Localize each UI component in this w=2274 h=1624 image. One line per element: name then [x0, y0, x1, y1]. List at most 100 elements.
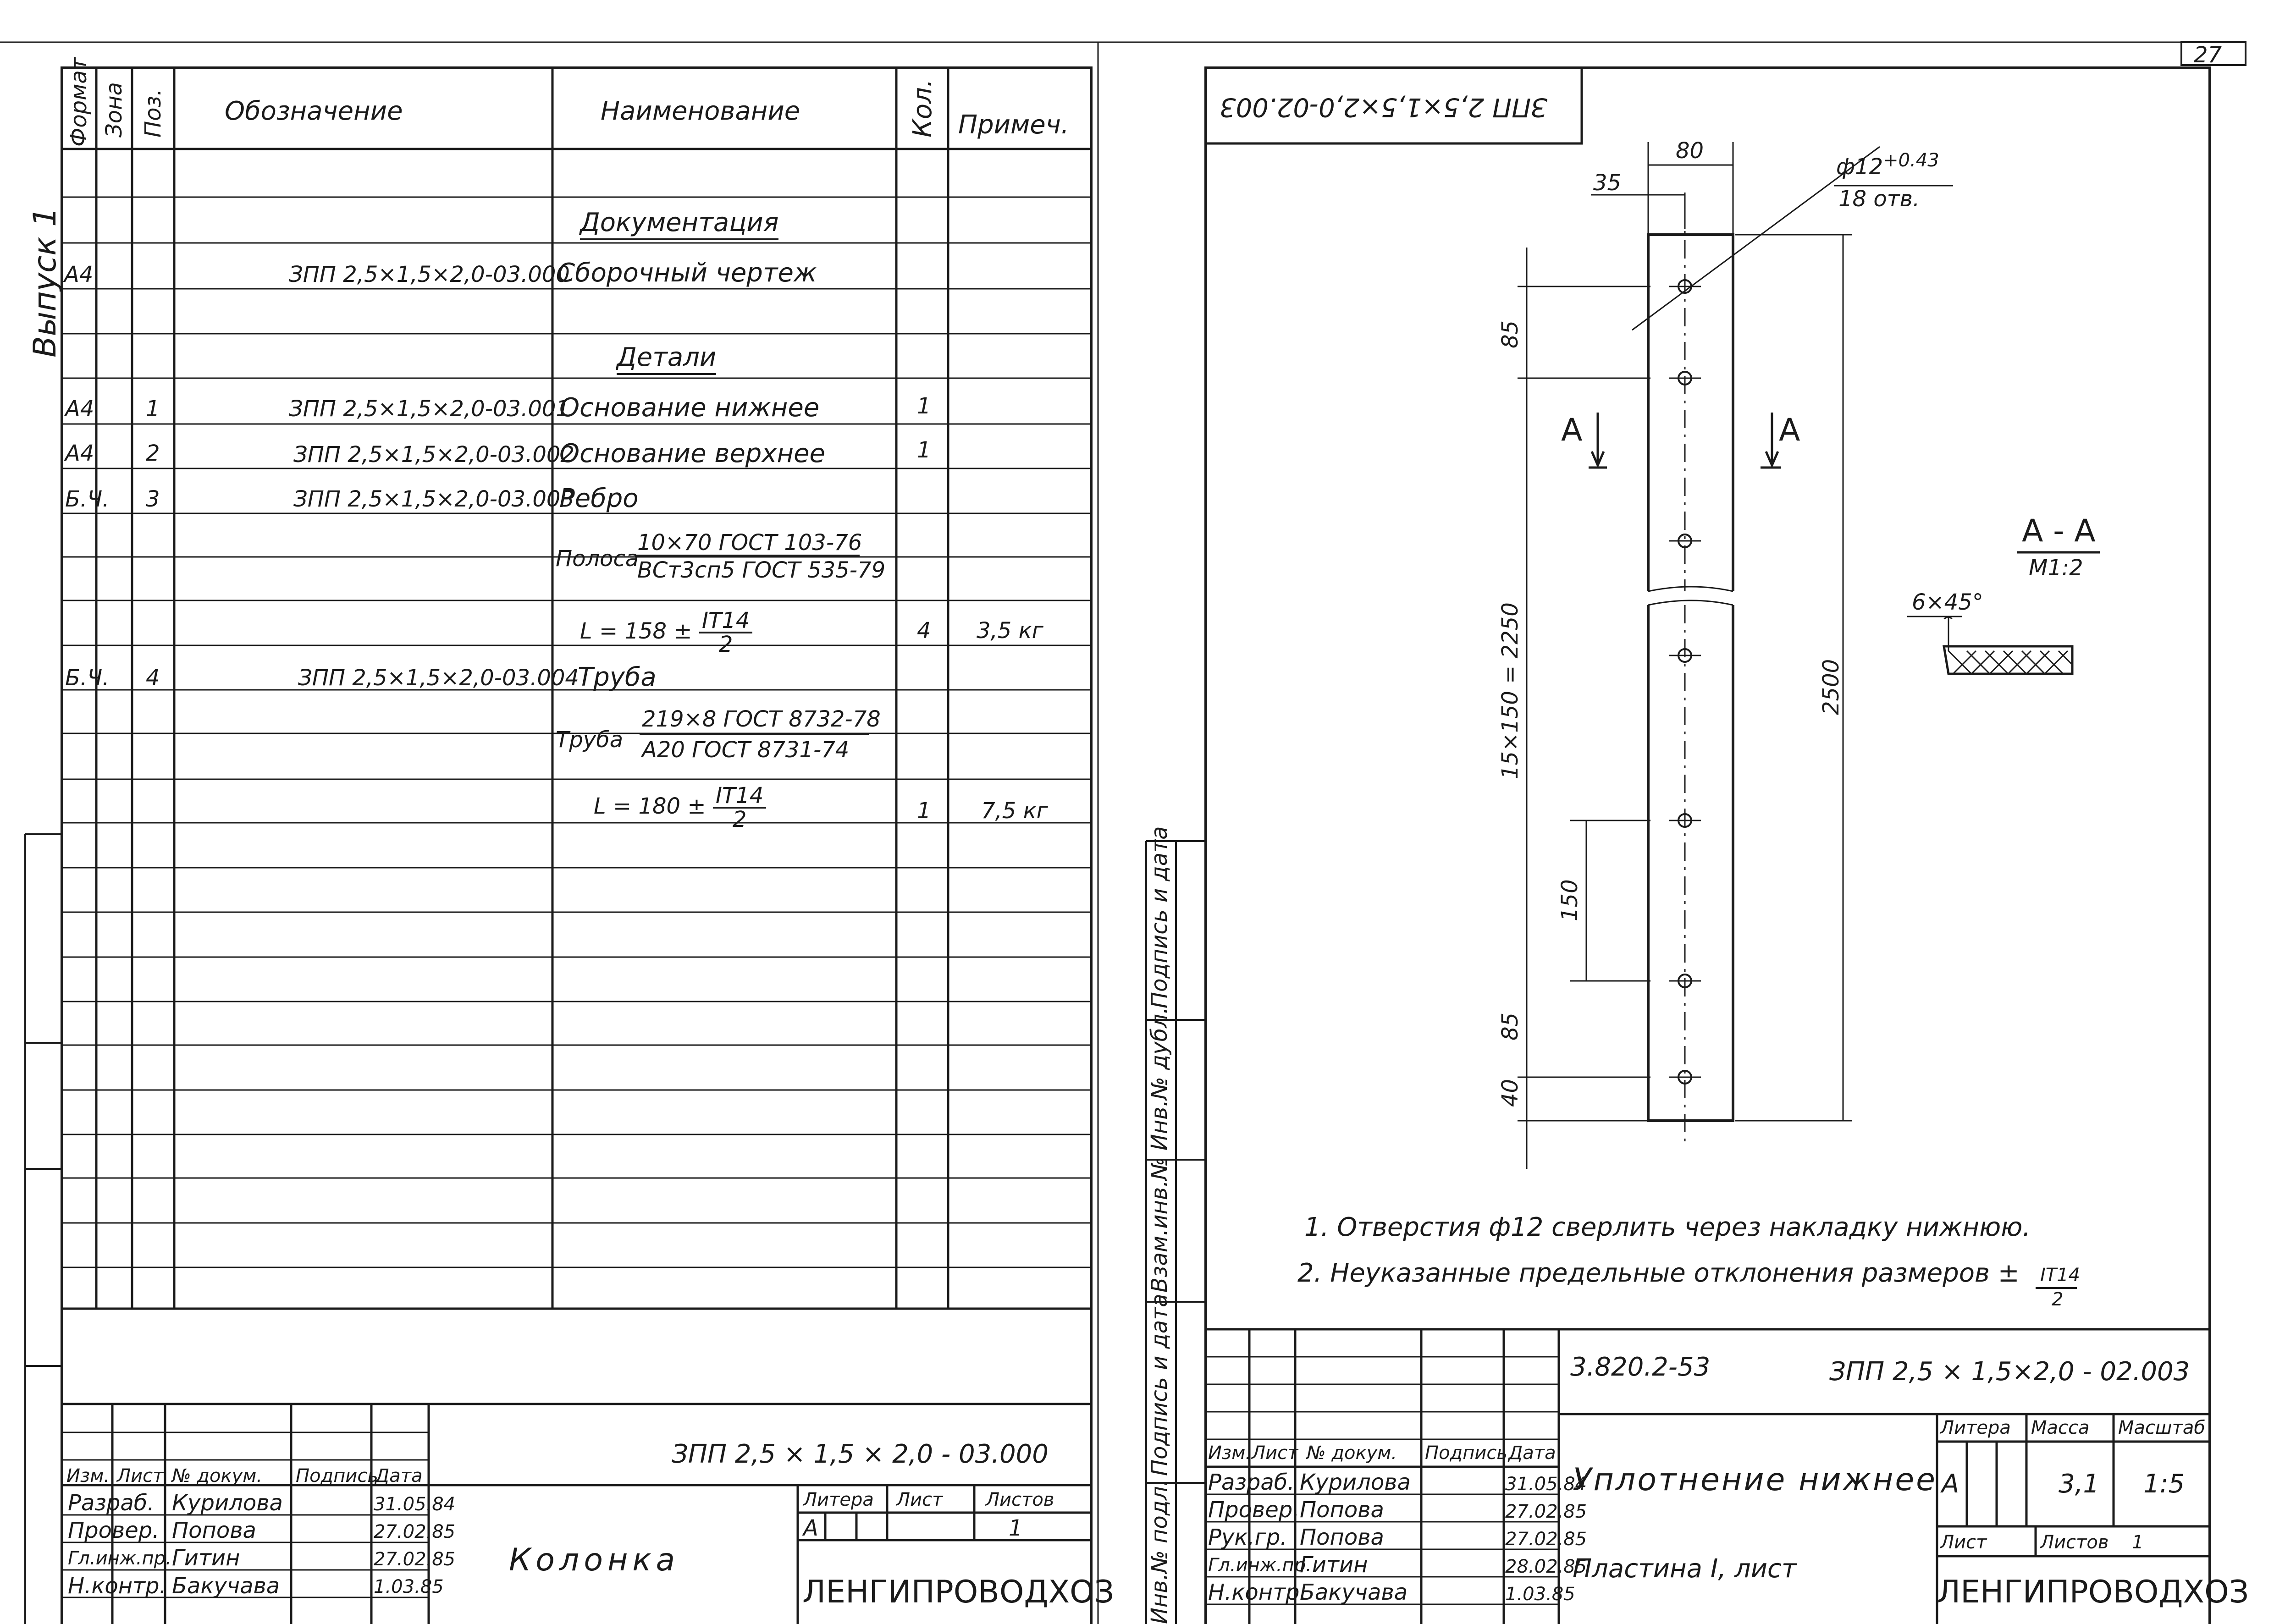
right-col-izm: Изм. [1208, 1442, 1252, 1464]
left-list-label: Лист [896, 1489, 943, 1510]
row-name: Труба [578, 662, 657, 692]
left-role-3: Гл.инж.пр. [68, 1548, 171, 1569]
row-designation: ЗПП 2,5×1,5×2,0-03.004 [298, 665, 579, 691]
right-role-1: Разраб. [1208, 1470, 1295, 1495]
polosa-fraction-line [635, 555, 860, 556]
right-name-4: Гитин [1300, 1552, 1368, 1578]
polosa-spec-top: 10×70 ГОСТ 103-76 [637, 530, 862, 556]
section-mark-left: А [1561, 412, 1583, 448]
right-side-stamps [1145, 840, 1206, 1624]
note-frac-num: IT14 [2040, 1265, 2081, 1286]
right-date-4: 28.02.85 [1505, 1556, 1587, 1577]
side-stamp-inv-dubl: Инв.№ дубл. [1147, 1007, 1172, 1151]
row-pos: 2 [146, 440, 160, 466]
note-1: 1. Отверстия ф12 сверлить через накладку… [1304, 1212, 2031, 1242]
doc-name: Сборочный чертеж [557, 258, 817, 288]
truba-note: 7,5 кг [981, 798, 1048, 824]
right-doc-code: ЗПП 2,5 × 1,5×2,0 - 02.003 [1829, 1357, 2190, 1387]
right-date-2: 27.02.85 [1505, 1501, 1587, 1522]
dim-85-top: 85 [1497, 320, 1523, 348]
left-col-doc: № докум. [172, 1465, 263, 1486]
left-col-sign: Подпись [296, 1465, 378, 1486]
left-title-block [62, 1403, 1091, 1624]
right-name-2: Попова [1300, 1497, 1384, 1523]
right-col-date: Дата [1508, 1442, 1556, 1464]
header-format: Формат [66, 57, 92, 147]
right-listov-label: Листов [2040, 1532, 2109, 1553]
doc-format: А4 [64, 262, 94, 287]
header-pos: Поз. [140, 88, 166, 138]
left-col-list: Лист [117, 1465, 164, 1486]
right-list-label: Лист [1940, 1532, 1987, 1553]
left-listov-label: Листов [986, 1489, 1054, 1510]
side-stamp-inv-podl: Инв.№ подл. [1147, 1479, 1172, 1624]
note-frac-den: 2 [2052, 1289, 2064, 1310]
header-qty: Кол. [908, 79, 938, 138]
right-col-doc: № докум. [1307, 1442, 1397, 1464]
spec-rows [62, 196, 1091, 1268]
side-stamp-sign-date-1: Подпись и дата [1147, 826, 1172, 1008]
left-doc-code: ЗПП 2,5 × 1,5 × 2,0 - 03.000 [672, 1439, 1049, 1469]
section-scale: М1:2 [2029, 555, 2083, 581]
left-sheet-frame [24, 66, 1093, 1624]
left-col-izm: Изм. [66, 1465, 110, 1486]
truba-spec-bottom: А20 ГОСТ 8731-74 [642, 737, 850, 763]
right-title-rows [1206, 1356, 1559, 1605]
truba-qty: 1 [917, 798, 931, 824]
left-date-3: 27.02.85 [374, 1549, 456, 1570]
side-stamp-sign-date-2: Подпись и дата [1147, 1294, 1172, 1476]
dim-2500: 2500 [1818, 659, 1844, 715]
right-listov: 1 [2132, 1532, 2144, 1553]
dim-40: 40 [1497, 1079, 1523, 1107]
row-format: Б.Ч. [65, 665, 110, 691]
left-name-3: Гитин [172, 1545, 240, 1571]
left-item-name: Колонка [509, 1542, 680, 1578]
right-org: ЛЕНГИПРОВОДХОЗ [1937, 1574, 2249, 1610]
left-col-date: Дата [375, 1465, 423, 1486]
right-item-subname: Пластина I, лист [1573, 1554, 1797, 1584]
polosa-qty: 4 [917, 618, 931, 644]
polosa-tol-den: 2 [718, 632, 733, 657]
right-title-block [1206, 1328, 2210, 1624]
truba-spec-top: 219×8 ГОСТ 8732-78 [642, 706, 881, 732]
left-listov: 1 [1009, 1515, 1023, 1541]
right-name-5: Бакучава [1300, 1580, 1408, 1605]
polosa-length-prefix: L = 158 ± [580, 618, 692, 644]
right-role-3: Рук.гр. [1208, 1525, 1287, 1550]
right-role-5: Н.контр. [1208, 1580, 1307, 1605]
left-title-rows [62, 1431, 429, 1598]
dim-85-bottom: 85 [1497, 1012, 1523, 1040]
right-date-5: 1.03.85 [1505, 1584, 1575, 1605]
left-org: ЛЕНГИПРОВОДХОЗ [802, 1574, 1115, 1610]
vypusk-label: Выпуск 1 [27, 207, 63, 358]
dim-35: 35 [1593, 170, 1622, 196]
truba-tol-num: IT14 [712, 785, 767, 809]
right-scale: 1:5 [2143, 1469, 2185, 1499]
dim-hole-dia: ф12 [1836, 154, 1883, 180]
side-stamp-vzam-inv: Взам.инв.№ [1147, 1157, 1172, 1293]
note-2: 2. Неуказанные предельные отклонения раз… [1297, 1261, 2020, 1286]
left-litera-label: Литера [803, 1489, 874, 1510]
left-role-2: Провер. [68, 1518, 160, 1543]
right-date-1: 31.05.84 [1505, 1474, 1587, 1495]
right-scale-label: Масштаб [2118, 1417, 2206, 1438]
right-role-2: Провер. [1208, 1497, 1300, 1523]
row-designation: ЗПП 2,5×1,5×2,0-03.001 [289, 396, 570, 422]
section-mark-right: А [1779, 412, 1800, 448]
section-markers [1589, 413, 1781, 469]
dim-hole-tol: +0.43 [1883, 150, 1939, 171]
right-series: 3.820.2-53 [1570, 1352, 1711, 1382]
right-name-3: Попова [1300, 1525, 1384, 1550]
stamp-code-upside-down: ЗПП 2,5×1,5×2,0-02.003 [1220, 92, 1548, 122]
dim-150: 150 [1557, 879, 1583, 921]
right-litera-label: Литера [1940, 1417, 2011, 1438]
polosa-tol-num: IT14 [699, 610, 753, 633]
dimension-lines [1518, 142, 1953, 1169]
header-name: Наименование [601, 96, 800, 126]
left-name-4: Бакучава [172, 1573, 280, 1599]
